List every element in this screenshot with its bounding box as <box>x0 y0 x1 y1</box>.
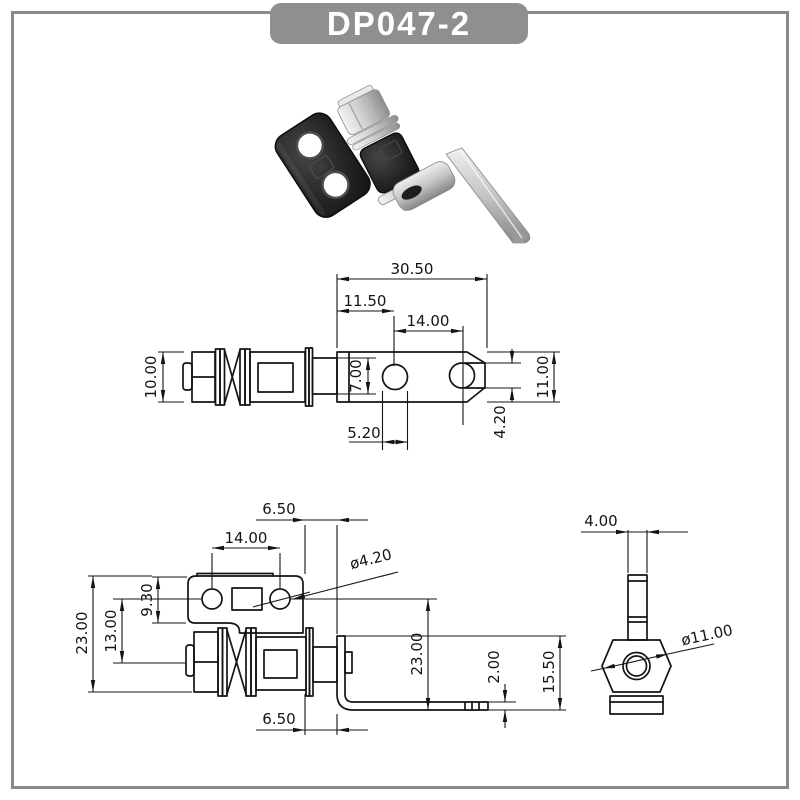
product-photo <box>274 84 531 244</box>
top-view-body <box>182 347 338 407</box>
dim-body-to-arm: 6.50 <box>262 710 295 728</box>
side-view: 4.00 ø11.00 <box>581 512 734 715</box>
photo-arm <box>445 147 531 244</box>
dim-axis-to-arm-bottom: 23.00 <box>408 633 426 676</box>
dim-plate-width: 11.00 <box>534 356 552 399</box>
dim-hole-offset: 11.50 <box>344 292 387 310</box>
top-view: 30.50 11.50 14.00 7.00 10.00 5.20 4.20 1… <box>142 260 560 450</box>
front-view-body <box>185 627 338 697</box>
dim-hole-diameter: ø4.20 <box>348 545 394 573</box>
dim-hole-spacing-front: 14.00 <box>225 529 268 547</box>
dim-arm-drop: 15.50 <box>540 651 558 694</box>
dim-overall-length: 30.50 <box>391 260 434 278</box>
top-view-dimensions <box>158 274 560 450</box>
dim-arm-thickness: 2.00 <box>485 650 503 683</box>
front-view-plate <box>187 572 304 634</box>
dim-overall-height: 23.00 <box>73 612 91 655</box>
front-view-dimensions <box>88 517 566 735</box>
photo-arm-pad <box>392 161 456 211</box>
dim-hole-to-axis: 13.00 <box>102 610 120 653</box>
side-view-dimensions <box>581 529 715 672</box>
dim-step-height: 9.30 <box>138 583 156 616</box>
title-badge: DP047-2 <box>270 3 528 44</box>
dim-body-diameter: 10.00 <box>142 356 160 399</box>
dim-plate-to-arm: 6.50 <box>262 500 295 518</box>
dim-hole-spacing-top: 14.00 <box>407 312 450 330</box>
dim-hole-width: 5.20 <box>347 424 380 442</box>
dim-slot-width: 4.20 <box>491 405 509 438</box>
front-view: 6.50 14.00 9.30 13.00 23.00 ø4.20 23.00 … <box>73 500 566 735</box>
dim-shaft-width: 7.00 <box>347 359 365 392</box>
dim-arm-width: 4.00 <box>584 512 617 530</box>
side-view-part <box>601 574 672 715</box>
photo-bracket <box>274 112 371 218</box>
